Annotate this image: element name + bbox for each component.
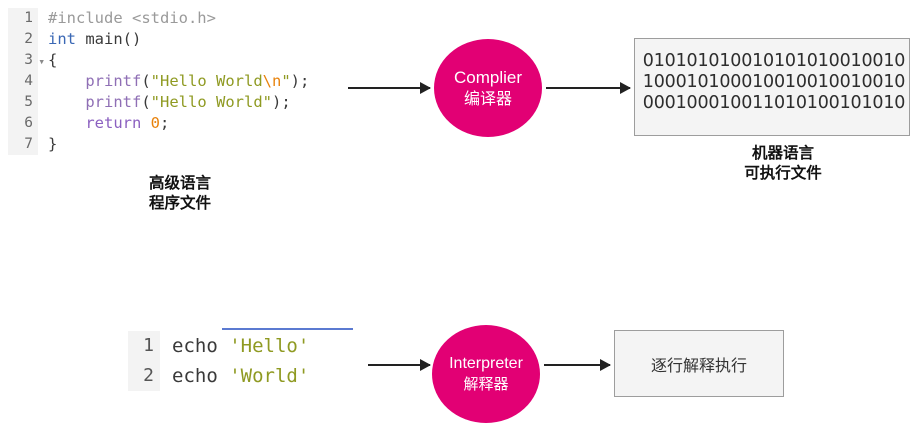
- arrow-code-to-compiler: [348, 82, 431, 94]
- code-line: 5 printf("Hello World");: [8, 92, 309, 113]
- code-token: );: [272, 93, 291, 111]
- code-token: }: [48, 135, 58, 153]
- line-number: 1: [128, 331, 160, 361]
- execution-box-label: 逐行解释执行: [650, 355, 747, 375]
- interpreter-label-en: Interpreter: [449, 355, 523, 372]
- compiler-label-zh: 编译器: [463, 89, 512, 108]
- line-number: 2: [8, 29, 38, 50]
- code-token: echo: [172, 335, 230, 357]
- code-token: 'Hello': [229, 335, 310, 357]
- code-token: return: [85, 114, 142, 132]
- code-token: 'World': [229, 365, 310, 387]
- arrow-interpreter-to-exec: [544, 359, 611, 371]
- execution-box: 逐行解释执行: [614, 330, 784, 397]
- code-token: main(): [76, 30, 142, 48]
- code-token: {: [48, 51, 58, 69]
- code-token: printf: [85, 72, 142, 90]
- arrow-shell-to-interpreter: [368, 359, 431, 371]
- code-line: 7}: [8, 134, 309, 155]
- interpreter-node: Interpreter 解释器: [432, 325, 540, 423]
- code-line-text: #include <stdio.h>: [38, 8, 216, 29]
- line-number: 2: [128, 361, 160, 391]
- interpreter-label-zh: 解释器: [463, 375, 509, 393]
- code-line: 1 #include <stdio.h>: [8, 8, 309, 29]
- code-token: [48, 72, 85, 90]
- code-line: 4 printf("Hello World\n");: [8, 71, 309, 92]
- code-token: int: [48, 30, 76, 48]
- code-line-text: return 0;: [38, 113, 169, 134]
- fold-arrow-icon[interactable]: ▾: [38, 55, 45, 68]
- code-line-text: echo 'Hello': [160, 331, 309, 361]
- code-line-text: printf("Hello World");: [38, 92, 291, 113]
- code-token: );: [290, 72, 310, 90]
- code-token: "Hello World: [150, 72, 263, 90]
- code-token: ": [281, 72, 291, 90]
- code-line-text: echo 'World': [160, 361, 309, 391]
- code-line: 3▾{: [8, 50, 309, 71]
- line-number: 5: [8, 92, 38, 113]
- code-line-text: int main(): [38, 29, 141, 50]
- code-token: echo: [172, 365, 230, 387]
- line-number: 3▾: [8, 50, 45, 71]
- compiler-node: Complier 编译器: [434, 39, 542, 137]
- shell-code-top-rule: [222, 328, 353, 330]
- caption-source-file: 高级语言 程序文件: [148, 174, 211, 212]
- code-token: #include <stdio.h>: [48, 9, 216, 27]
- compiler-label-en: Complier: [453, 68, 523, 87]
- code-token: "Hello World": [150, 93, 272, 111]
- code-token: ;: [160, 114, 170, 132]
- machine-code-text: 010101010010101010010010 100010100010010…: [642, 51, 906, 113]
- code-line-text: }: [38, 134, 57, 155]
- code-token: 0: [150, 114, 161, 132]
- caption-machine-code: 机器语言 可执行文件: [744, 144, 822, 182]
- code-line-text: printf("Hello World\n");: [38, 71, 309, 92]
- code-token: (: [141, 72, 151, 90]
- code-token: printf: [85, 93, 142, 111]
- line-number: 6: [8, 113, 38, 134]
- code-token: \n: [262, 72, 282, 90]
- code-token: [48, 114, 85, 132]
- line-number: 4: [8, 71, 38, 92]
- code-token: [141, 114, 150, 132]
- line-number: 1: [8, 8, 38, 29]
- machine-code-box: 010101010010101010010010 100010100010010…: [634, 38, 910, 136]
- code-line: 6 return 0;: [8, 113, 309, 134]
- code-token: [48, 93, 85, 111]
- arrow-compiler-to-binary: [546, 82, 631, 94]
- line-number: 7: [8, 134, 38, 155]
- code-line-text: {: [38, 50, 57, 71]
- code-token: (: [141, 93, 151, 111]
